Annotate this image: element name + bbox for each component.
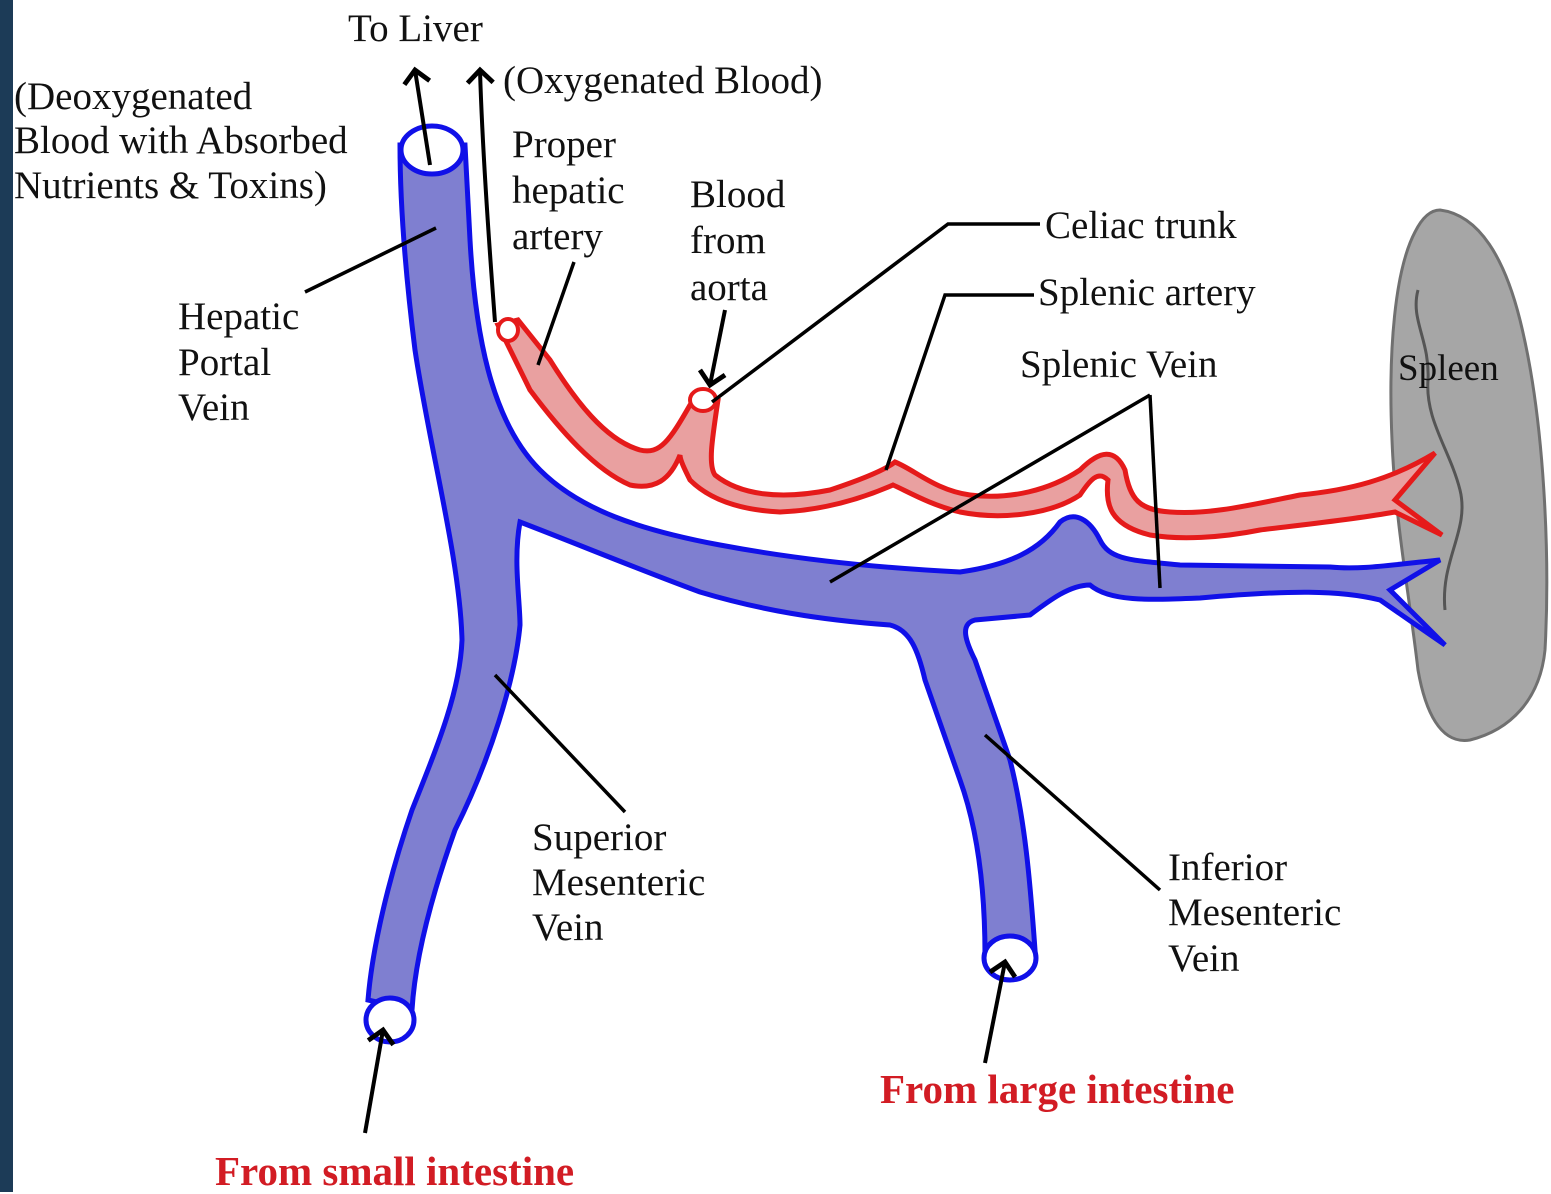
splenic-and-hepatic-artery [498,320,1442,538]
label-from-large-intestine: From large intestine [880,1066,1235,1112]
label-blood-from-aorta-1: Blood [690,172,785,218]
label-splenic-artery: Splenic artery [1038,270,1256,316]
label-imv-3: Vein [1168,936,1240,982]
leader-proper-hepatic [538,262,574,365]
label-proper-hepatic-2: hepatic [512,168,625,214]
label-imv-1: Inferior [1168,845,1287,891]
leader-splenic-artery [886,295,1034,470]
arrow-artery-to-liver [480,70,495,322]
label-imv-2: Mesenteric [1168,890,1341,936]
label-smv-3: Vein [532,905,604,951]
smv-opening [366,998,414,1042]
label-to-liver: To Liver [348,6,483,52]
label-oxygenated-blood: (Oxygenated Blood) [503,58,823,104]
arrow-blood-from-aorta [710,310,725,385]
label-hepatic-portal-2: Portal [178,340,271,386]
imv-opening [984,936,1036,980]
portal-vein-opening [401,126,463,174]
label-proper-hepatic-1: Proper [512,122,616,168]
label-splenic-vein: Splenic Vein [1020,342,1218,388]
label-celiac-trunk: Celiac trunk [1045,203,1237,249]
label-spleen: Spleen [1398,346,1499,392]
label-hepatic-portal-3: Vein [178,385,250,431]
label-deoxygenated-2: Blood with Absorbed [14,118,348,164]
label-from-small-intestine: From small intestine [215,1148,574,1194]
label-deoxygenated-1: (Deoxygenated [14,74,252,120]
leader-smv [495,675,625,812]
label-smv-2: Mesenteric [532,860,705,906]
leader-splenic-vein-b [1150,395,1160,588]
label-blood-from-aorta-3: aorta [690,265,768,311]
label-proper-hepatic-3: artery [512,214,603,260]
label-deoxygenated-3: Nutrients & Toxins) [14,163,327,209]
arrow-from-small-intestine [365,1030,383,1133]
hepatic-artery-opening [498,319,518,341]
label-smv-1: Superior [532,815,666,861]
label-blood-from-aorta-2: from [690,218,766,264]
label-hepatic-portal-1: Hepatic [178,294,299,340]
